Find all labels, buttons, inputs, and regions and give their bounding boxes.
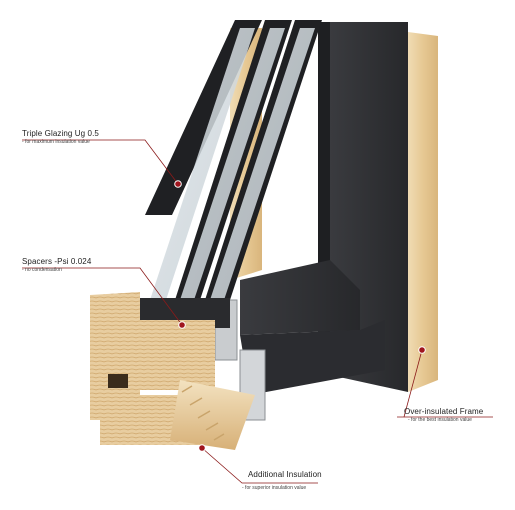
drainage-slot	[108, 374, 128, 388]
callout-frame: Over-insulated Frame - for the best insu…	[404, 407, 483, 424]
marker-frame	[418, 346, 426, 354]
callout-line-insulation	[201, 447, 318, 484]
callout-spacers-subtitle: - no condensation	[22, 267, 62, 273]
callout-glazing: Triple Glazing Ug 0.5 - for maximum insu…	[22, 129, 99, 146]
callout-line-glazing	[22, 139, 179, 185]
callout-insulation: Additional Insulation - for superior ins…	[242, 470, 322, 492]
glass-pane-2	[180, 28, 285, 300]
callout-insulation-subtitle: - for superior insulation value	[242, 485, 307, 491]
marker-spacers	[178, 321, 186, 329]
callout-glazing-subtitle: - for maximum insulation value	[22, 139, 90, 145]
wood-sill-mid	[140, 320, 215, 390]
callout-spacers: Spacers -Psi 0.024 - no condensation	[22, 257, 91, 274]
marker-insulation	[198, 444, 206, 452]
callout-line-frame	[403, 349, 423, 418]
insulation-block	[170, 380, 255, 450]
callout-frame-subtitle: - for the best insulation value	[408, 417, 472, 423]
callout-insulation-title: Additional Insulation	[248, 470, 322, 479]
glass-pane-3	[210, 28, 315, 300]
callout-spacers-title: Spacers -Psi 0.024	[22, 257, 92, 266]
marker-glazing	[174, 180, 182, 188]
outer-wood-strip	[408, 32, 438, 392]
callout-line-spacers	[22, 267, 183, 326]
callout-glazing-title: Triple Glazing Ug 0.5	[22, 129, 99, 138]
insulation-texture	[181, 385, 225, 441]
sash-frame-front	[240, 320, 385, 395]
callout-frame-title: Over-insulated Frame	[404, 407, 484, 416]
sash-frame-top	[240, 260, 360, 335]
glass-pane-1	[150, 28, 255, 300]
